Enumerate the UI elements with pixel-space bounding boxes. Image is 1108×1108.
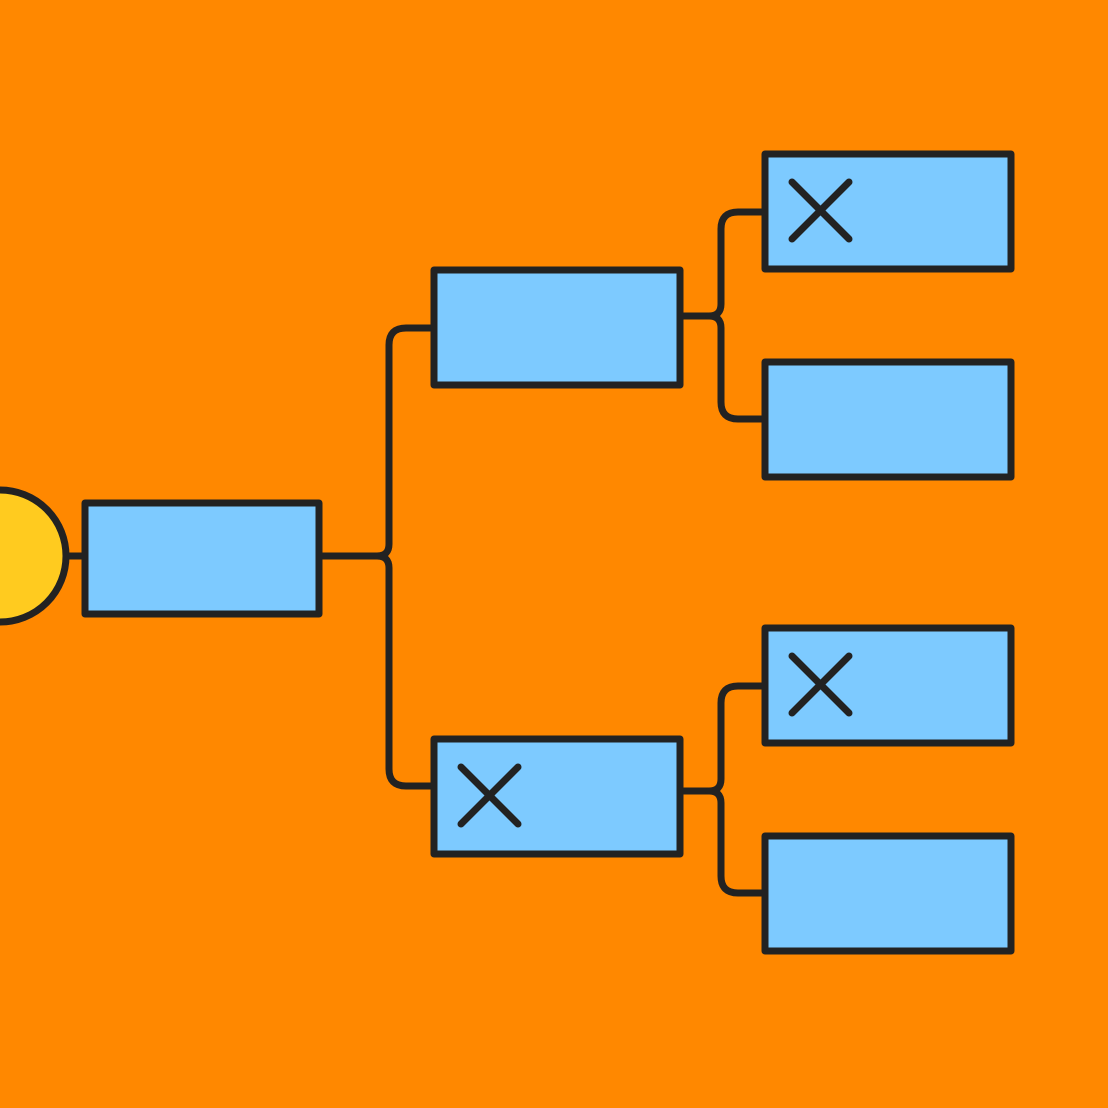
node-level-1 <box>81 499 323 618</box>
node-box-level-3-b <box>761 358 1015 481</box>
node-level-3-a <box>761 150 1015 273</box>
x-mark-icon <box>457 763 522 828</box>
connectors <box>44 208 769 897</box>
node-box-level-3-a <box>761 150 1015 273</box>
node-level-2-top <box>430 266 684 389</box>
root-node-circle <box>0 486 70 626</box>
connector-level-2-bottom-lower-branch <box>705 787 769 897</box>
node-level-3-c <box>761 624 1015 747</box>
node-level-3-b <box>761 358 1015 481</box>
node-box-level-3-c <box>761 624 1015 747</box>
node-level-2-bottom <box>430 735 684 858</box>
x-mark-icon <box>788 652 853 717</box>
connector-level-2-top-lower-branch <box>705 312 769 423</box>
node-box-level-2-bottom <box>430 735 684 858</box>
x-mark-icon <box>788 178 853 243</box>
connector-level-1-lower-branch <box>373 552 438 790</box>
nodes <box>0 150 1015 955</box>
node-box-level-1 <box>81 499 323 618</box>
node-box-level-3-d <box>761 832 1015 955</box>
node-box-level-2-top <box>430 266 684 389</box>
node-level-3-d <box>761 832 1015 955</box>
